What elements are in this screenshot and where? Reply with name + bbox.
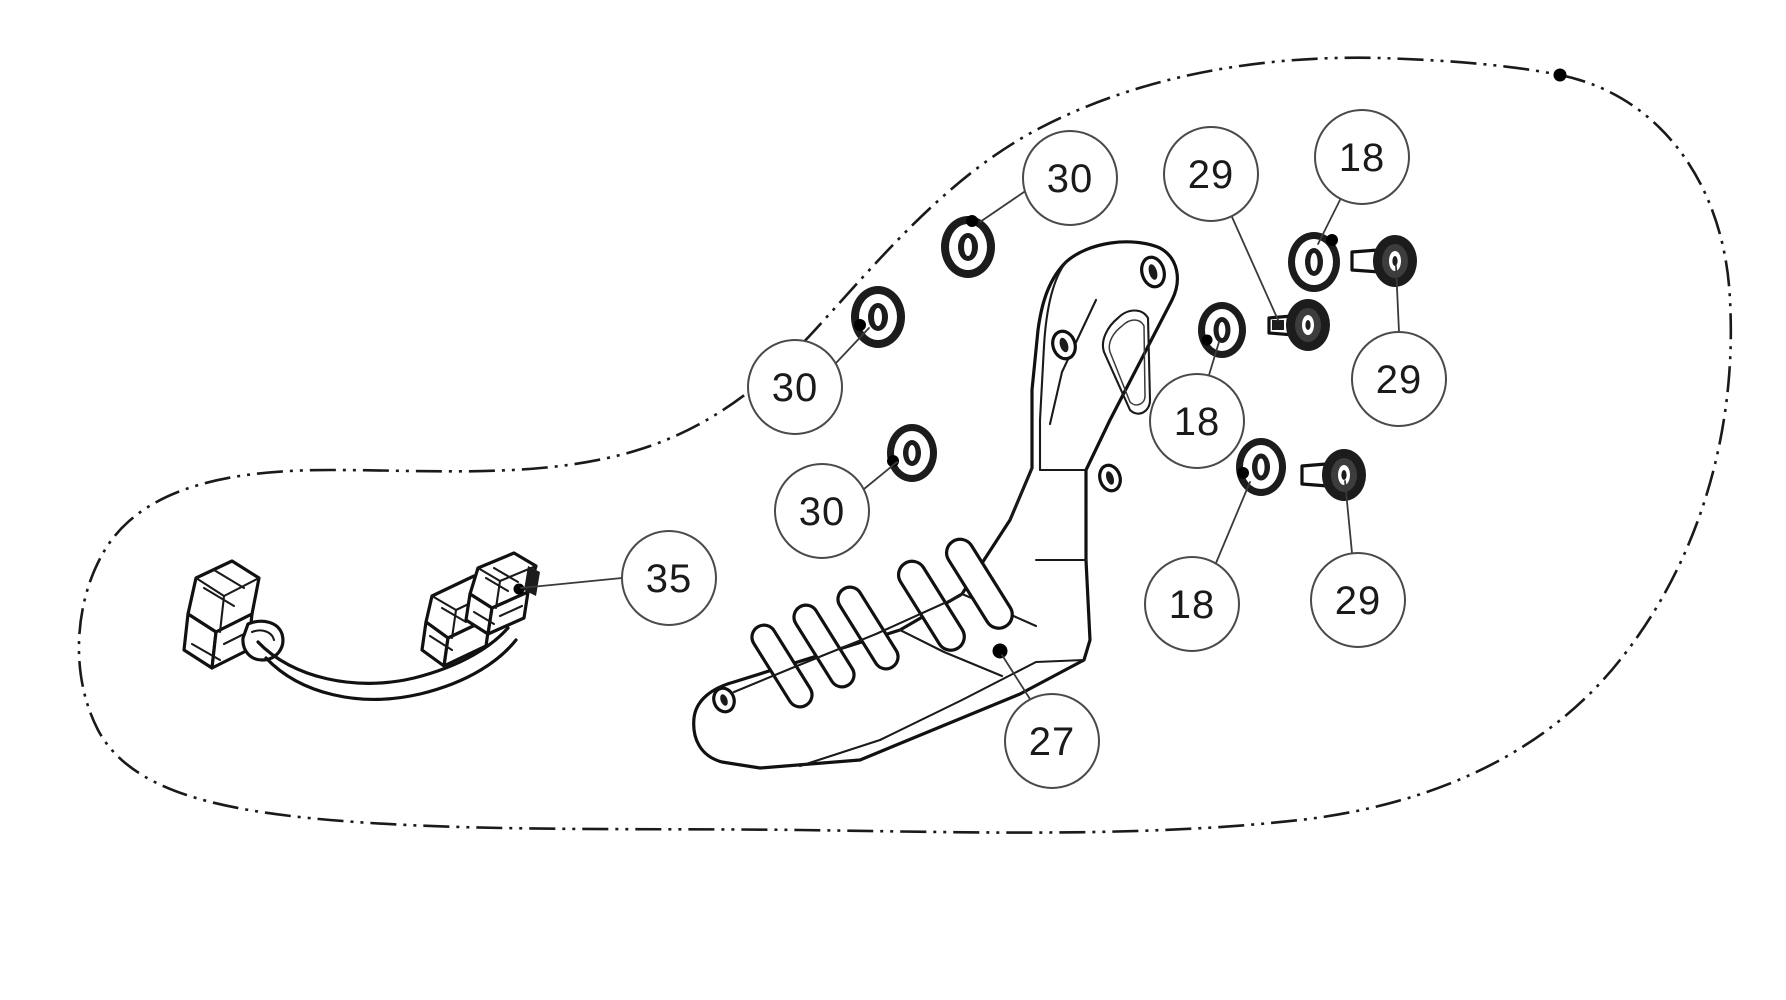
callout-29-top[interactable]: 29 [1163, 126, 1259, 222]
leader-30-top [979, 191, 1025, 223]
leader-35 [520, 577, 623, 589]
leader-18-top [1317, 199, 1341, 245]
callout-label: 27 [1029, 720, 1076, 764]
bracket-leader-node [992, 643, 1008, 659]
leader-30-low [863, 461, 898, 490]
leader-lines [520, 191, 1400, 700]
leader-30-mid [835, 327, 870, 364]
washer-30-group-c [887, 424, 937, 482]
leader-27 [1001, 654, 1031, 700]
callout-label: 30 [799, 490, 846, 534]
callout-label: 18 [1339, 136, 1386, 180]
bolt-29-group-c [1300, 449, 1366, 501]
callout-label: 18 [1174, 400, 1221, 444]
callout-29-right[interactable]: 29 [1351, 331, 1447, 427]
leader-18-mid [1208, 341, 1220, 376]
bolt-29-group-a [1267, 299, 1330, 351]
callout-circle[interactable] [774, 463, 870, 559]
harness-leader-node [513, 583, 525, 595]
callout-18-mid[interactable]: 18 [1149, 373, 1245, 469]
washer-18-group-c [1236, 438, 1286, 496]
callout-18-top[interactable]: 18 [1314, 109, 1410, 205]
washer-18-group-b [1198, 302, 1246, 358]
callout-circle[interactable] [1004, 693, 1100, 789]
callout-circle[interactable] [1022, 130, 1118, 226]
leader-29-top [1231, 216, 1279, 321]
callout-30-mid[interactable]: 30 [747, 339, 843, 435]
callout-27[interactable]: 27 [1004, 693, 1100, 789]
callout-30-top[interactable]: 30 [1022, 130, 1118, 226]
callout-label: 29 [1376, 358, 1423, 402]
callout-label: 35 [646, 557, 693, 601]
callout-circle[interactable] [1310, 552, 1406, 648]
callout-circle[interactable] [1351, 331, 1447, 427]
callout-35[interactable]: 35 [621, 530, 717, 626]
callout-circle[interactable] [1144, 556, 1240, 652]
leader-29-low [1344, 480, 1353, 554]
callout-circle[interactable] [621, 530, 717, 626]
washer-18-group-a [1288, 232, 1340, 292]
callout-label: 18 [1169, 583, 1216, 627]
leader-29-right [1395, 265, 1400, 333]
callout-circle[interactable] [747, 339, 843, 435]
callout-18-low[interactable]: 18 [1144, 556, 1240, 652]
callout-label: 30 [772, 366, 819, 410]
outline-start-marker [1553, 68, 1567, 82]
callout-30-low[interactable]: 30 [774, 463, 870, 559]
callout-circle[interactable] [1163, 126, 1259, 222]
callout-label: 29 [1335, 579, 1382, 623]
callout-circle[interactable] [1314, 109, 1410, 205]
callout-circle[interactable] [1149, 373, 1245, 469]
bracket-grip-slots [750, 537, 1014, 709]
wiring-harness-35 [182, 551, 540, 701]
mounting-bracket-27 [692, 240, 1179, 770]
leader-18-low [1215, 481, 1251, 564]
callout-label: 30 [1047, 157, 1094, 201]
bolt-29-group-b [1350, 235, 1417, 287]
callout-29-low[interactable]: 29 [1310, 552, 1406, 648]
assembly-outline-phantom [77, 56, 1733, 834]
washer-30-group-a [941, 215, 995, 278]
callout-label: 29 [1188, 153, 1235, 197]
